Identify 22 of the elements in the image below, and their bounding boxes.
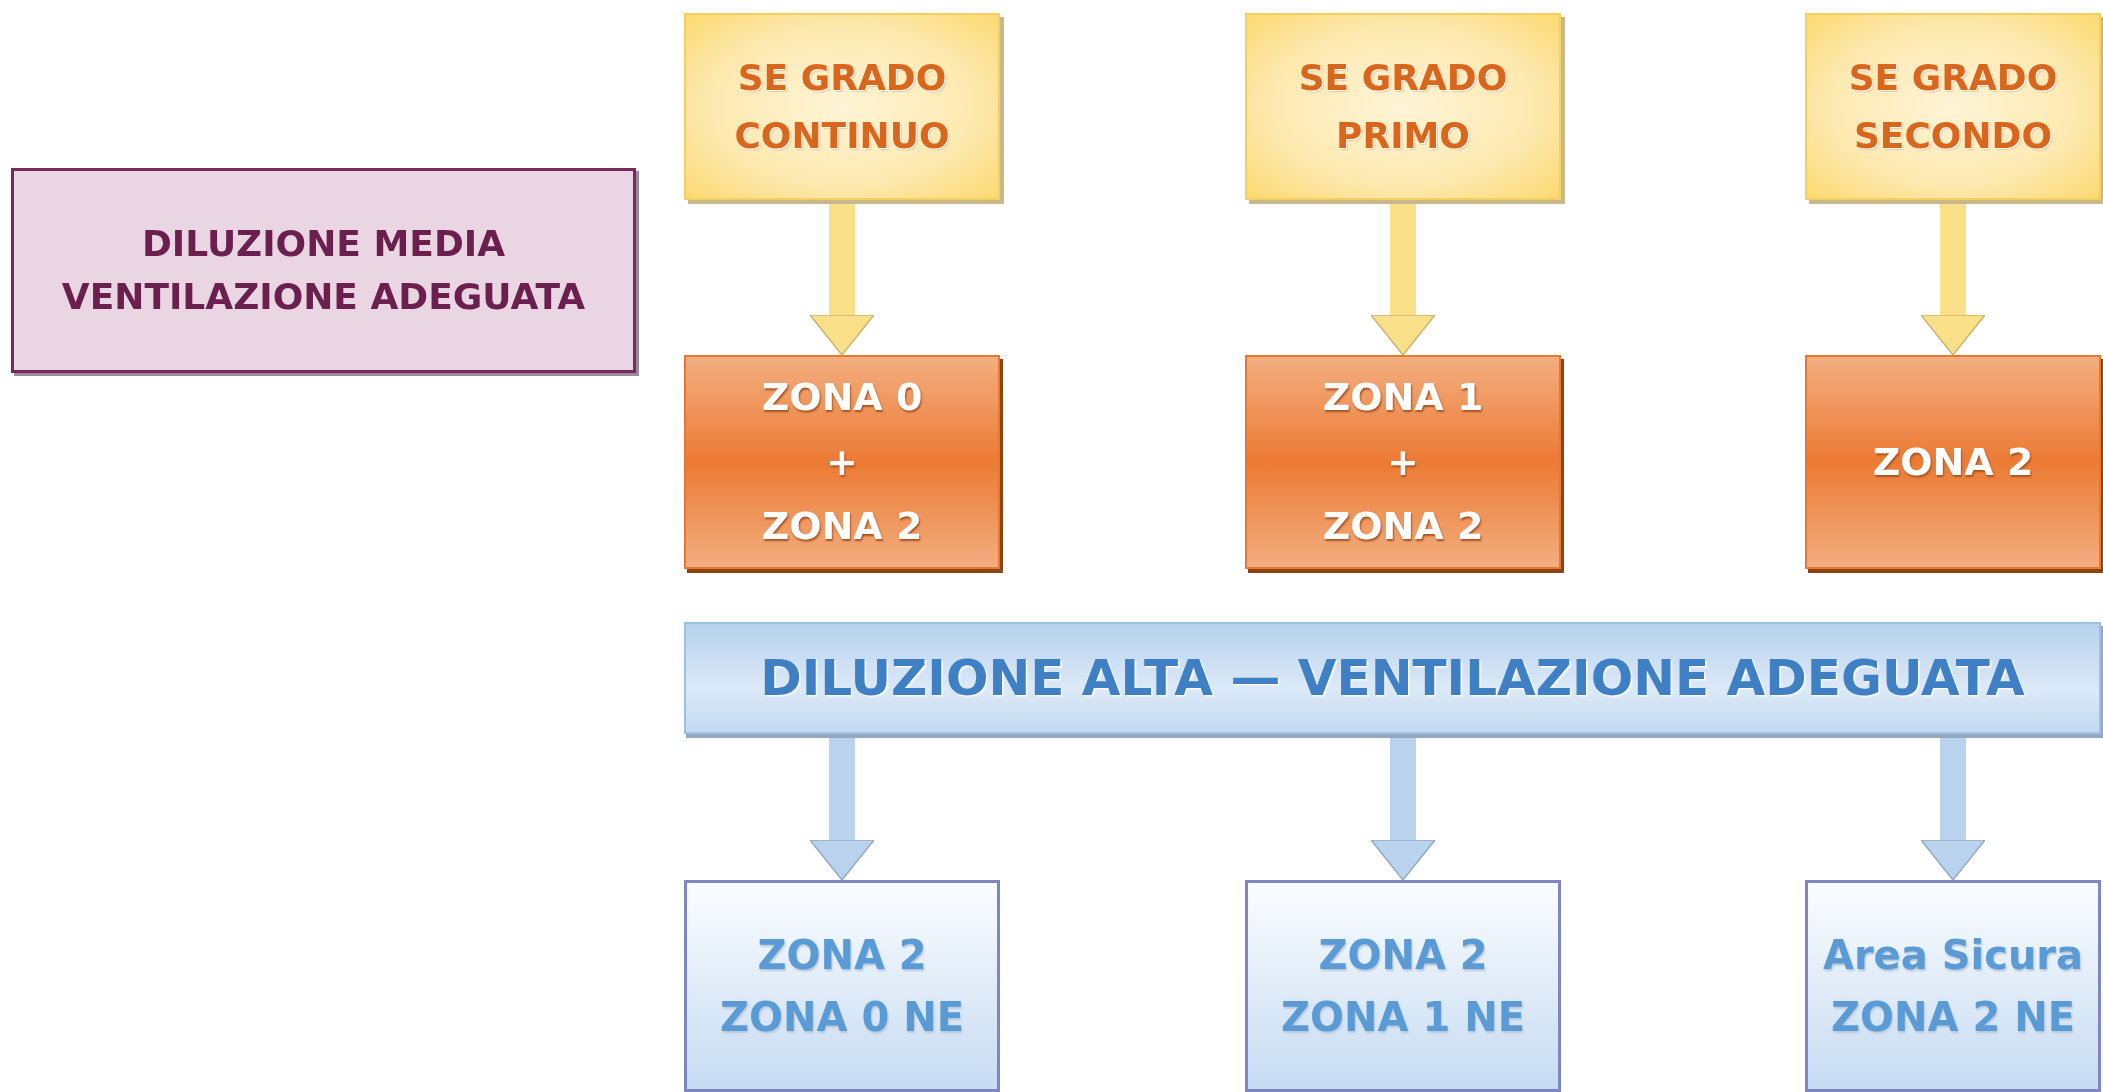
result-box	[684, 880, 1000, 1092]
box-text: +	[1387, 438, 1419, 486]
box-text: +	[826, 438, 858, 486]
result-box	[1805, 880, 2101, 1092]
box-text: ZONA 2	[1322, 503, 1484, 551]
box-text: SE GRADO PRIMO	[1297, 55, 1509, 158]
box-text: ZONA 1 NE	[1281, 993, 1525, 1042]
result-box	[1245, 880, 1561, 1092]
box-text: ZONA 0	[761, 374, 923, 422]
box-text: ZONA 0 NE	[720, 993, 964, 1042]
heading-box	[11, 168, 636, 373]
box-text: DILUZIONE ALTA — VENTILAZIONE ADEGUATA	[760, 649, 2025, 707]
box-text: ZONA 2	[757, 931, 927, 980]
box-text: SE GRADO CONTINUO	[733, 55, 951, 158]
box-text: ZONA 2	[1318, 931, 1488, 980]
box-text: ZONA 2 NE	[1831, 993, 2075, 1042]
box-text: ZONA 2	[761, 503, 923, 551]
box-text: ZONA 1	[1322, 374, 1484, 422]
box-text: DILUZIONE MEDIA VENTILAZIONE ADEGUATA	[60, 222, 587, 319]
box-text: ZONA 2	[1872, 438, 2034, 486]
box-text: Area Sicura	[1822, 931, 2084, 980]
box-text: SE GRADO SECONDO	[1847, 55, 2059, 158]
